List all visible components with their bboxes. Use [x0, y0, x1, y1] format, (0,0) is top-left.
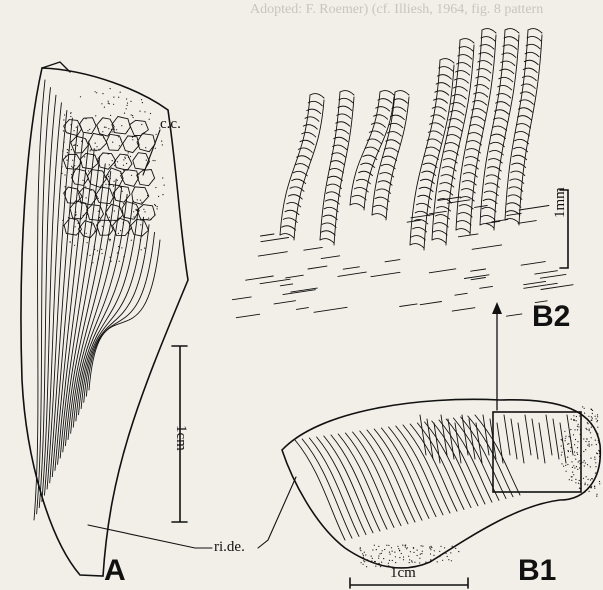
panel-label-b1: B1	[518, 556, 556, 586]
ride-leader-b1	[258, 477, 296, 548]
b1-growth-lines	[295, 415, 573, 540]
panel-label-a: A	[104, 556, 126, 586]
scale-label-a: 1cm	[173, 425, 188, 451]
panel-label-b2: B2	[532, 302, 570, 332]
ride-label: ri.de.	[214, 540, 245, 555]
scale-label-b2: 1mm	[553, 187, 568, 218]
specimen-b1-drawing	[282, 302, 600, 568]
specimen-b2-drawing	[232, 29, 573, 318]
arrow-head	[492, 302, 502, 314]
stipple-a	[61, 88, 164, 263]
cc-leader	[143, 130, 160, 175]
scale-label-b1: 1cm	[390, 566, 416, 581]
stipple-b1	[360, 406, 601, 567]
strip-lines-a	[34, 80, 160, 520]
specimen-a-drawing	[21, 62, 188, 576]
cc-label: c.c.	[160, 117, 181, 132]
